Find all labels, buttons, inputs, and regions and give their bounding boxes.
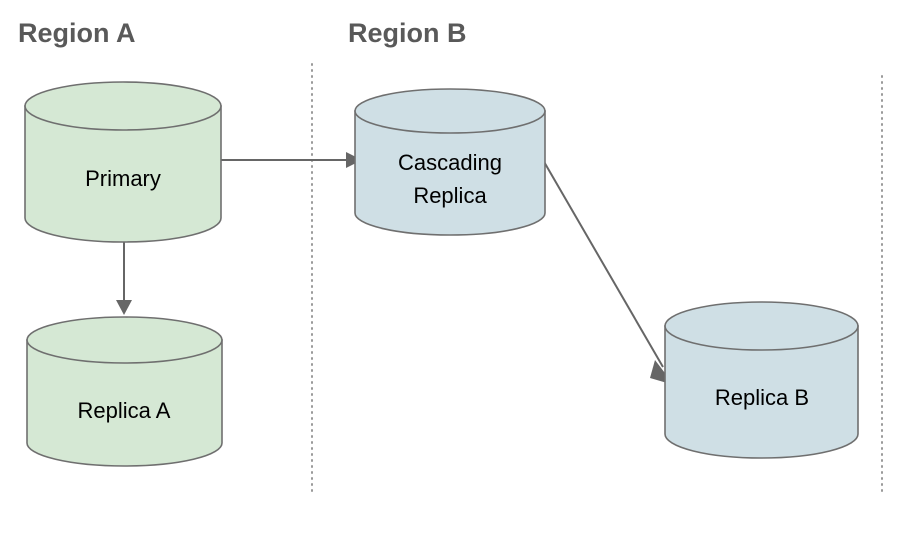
- replica-b-label: Replica B: [715, 385, 809, 410]
- primary-label: Primary: [85, 166, 161, 191]
- edge-primary-to-cascading-replica[interactable]: [221, 152, 362, 168]
- node-primary[interactable]: Primary: [24, 81, 222, 243]
- replica-a-cylinder-body: [26, 339, 223, 467]
- region-boundaries: [311, 63, 883, 496]
- primary-cylinder-body: [24, 105, 222, 243]
- primary-cylinder-top: [24, 81, 222, 131]
- cascading-replica-label-line-2: Replica: [413, 183, 487, 208]
- edge-line: [542, 159, 664, 368]
- node-cascading-replica[interactable]: Cascading Replica: [354, 88, 546, 236]
- replica-a-label: Replica A: [78, 398, 171, 423]
- arrowhead-icon: [346, 152, 362, 168]
- arrowhead-icon: [116, 300, 132, 315]
- cascading-replica-cylinder-top: [354, 88, 546, 134]
- replica-b-cylinder-body: [664, 325, 859, 459]
- edge-primary-to-replica-a[interactable]: [116, 242, 132, 315]
- edge-cascading-replica-to-replica-b[interactable]: [542, 159, 674, 385]
- region-a-label: Region A: [18, 18, 136, 48]
- cascading-replica-cylinder-body: [354, 110, 546, 236]
- node-replica-a[interactable]: Replica A: [26, 316, 223, 467]
- region-b-label: Region B: [348, 18, 467, 48]
- replica-b-cylinder-top: [664, 301, 859, 351]
- node-replica-b[interactable]: Replica B: [664, 301, 859, 459]
- replica-a-cylinder-top: [26, 316, 223, 364]
- cascading-replica-label-line-1: Cascading: [398, 150, 502, 175]
